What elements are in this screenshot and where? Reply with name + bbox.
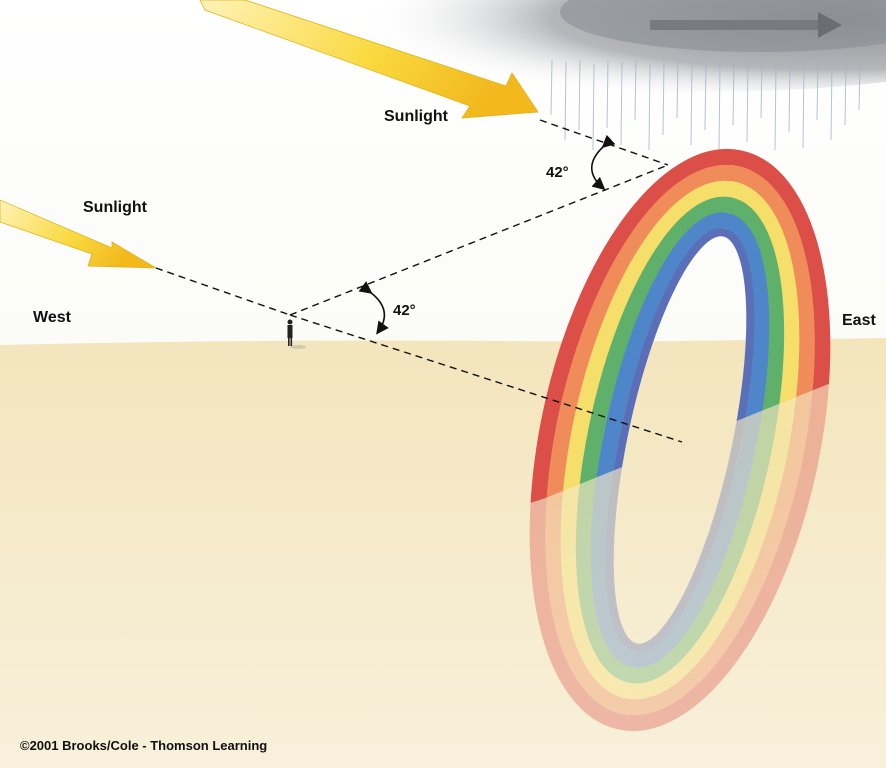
sunlight-arrow-upper <box>199 0 539 119</box>
angle-label-upper: 42° <box>546 164 569 181</box>
west-label: West <box>33 309 71 326</box>
sunlight-label-upper: Sunlight <box>384 108 448 125</box>
cloud-motion-arrow <box>650 12 842 38</box>
east-label: East <box>842 312 876 329</box>
rain-streaks <box>550 59 861 151</box>
ray-observer-to-antisolar <box>289 314 683 443</box>
sunlight-label-lower: Sunlight <box>83 199 147 216</box>
sunlight-arrow-lower <box>0 199 157 269</box>
angle-label-lower: 42° <box>393 302 416 319</box>
copyright-credit: ©2001 Brooks/Cole - Thomson Learning <box>20 738 268 753</box>
angle-arc-lower <box>358 281 389 335</box>
angle-arc-upper <box>590 134 616 191</box>
ray-sun-to-rainbow <box>539 119 669 166</box>
observer-figure <box>287 319 306 349</box>
ground <box>0 338 886 768</box>
